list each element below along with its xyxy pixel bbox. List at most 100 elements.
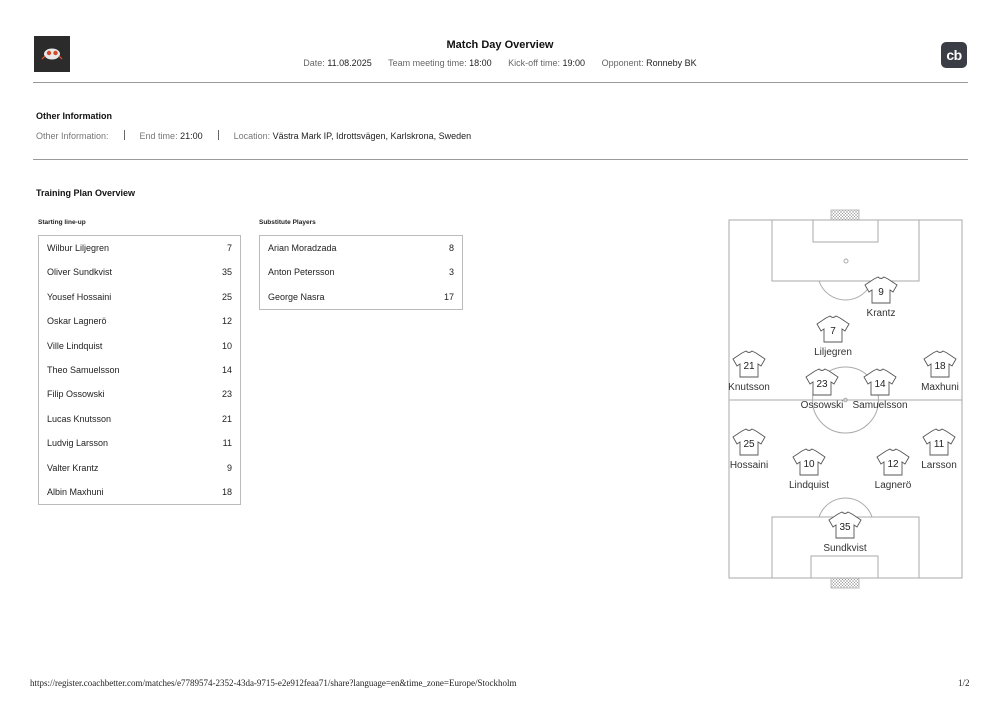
shirt-icon — [816, 315, 850, 343]
center-spot — [843, 397, 848, 403]
player-label: Liljegren — [814, 347, 852, 358]
player-number: 17 — [443, 291, 454, 302]
date-label: Date: — [303, 58, 325, 68]
player-label: Sundkvist — [823, 543, 867, 554]
shirt-icon — [876, 448, 910, 476]
player-label: Hossaini — [730, 460, 768, 471]
top-goal-area — [812, 219, 879, 243]
player-name: Arian Moradzada — [268, 243, 337, 253]
shirt-icon — [732, 428, 766, 456]
player-number: 23 — [221, 389, 232, 400]
player-shirt-number: 14 — [874, 379, 886, 390]
training-plan-heading: Training Plan Overview — [36, 188, 136, 198]
player-label: Knutsson — [728, 382, 770, 393]
center-circle — [812, 366, 879, 434]
page-title: Match Day Overview — [446, 39, 554, 51]
player-name: George Nasra — [268, 291, 325, 302]
player-name: Lucas Knutsson — [47, 413, 112, 424]
shirt-icon — [732, 350, 766, 378]
starting-lineup-heading: Starting line-up — [38, 219, 86, 226]
shirt-icon — [805, 368, 839, 396]
meeting-label: Team meeting time: — [388, 58, 467, 68]
player-number: 9 — [226, 462, 232, 473]
player-name: Oliver Sundkvist — [47, 267, 113, 278]
player-number: 11 — [222, 438, 232, 449]
player-shirt-number: 21 — [743, 361, 755, 372]
kickoff-time: 19:00 — [562, 58, 586, 68]
divider — [33, 82, 968, 83]
player-number: 10 — [221, 340, 232, 351]
kickoff-label: Kick-off time: — [508, 58, 561, 68]
player-label: Maxhuni — [921, 382, 959, 393]
opponent-label: Opponent: — [601, 58, 644, 68]
divider — [33, 159, 968, 160]
player-label: Samuelsson — [852, 400, 907, 411]
top-goal — [830, 209, 860, 221]
opponent-value: Ronneby BK — [646, 58, 697, 68]
player-name: Anton Petersson — [268, 267, 335, 278]
top-penalty-arc — [818, 280, 873, 301]
location-value: Västra Mark IP, Idrottsvägen, Karlskrona… — [272, 131, 472, 141]
player-shirt-number: 25 — [743, 439, 755, 450]
end-time-value: 21:00 — [180, 131, 203, 141]
table-row: Filip Ossowski 23 — [39, 382, 240, 406]
bottom-penalty-arc — [818, 497, 873, 518]
player-shirt-number: 10 — [803, 459, 815, 470]
other-info-heading: Other Information — [36, 111, 112, 121]
player-name: Wilbur Liljegren — [47, 243, 110, 253]
player-number: 25 — [221, 291, 232, 302]
player-shirt-number: 23 — [816, 379, 828, 390]
coachbetter-logo: cb — [941, 42, 967, 68]
player-number: 3 — [448, 267, 454, 278]
player-name: Yousef Hossaini — [47, 291, 112, 302]
date-value: 11.08.2025 — [327, 58, 372, 68]
end-time-label: End time: — [139, 131, 178, 141]
player-label: Lindquist — [789, 480, 829, 491]
table-row: Anton Petersson 3 — [260, 260, 462, 284]
player-name: Oskar Lagnerö — [47, 316, 107, 327]
player-number: 7 — [226, 243, 232, 253]
player-label: Ossowski — [801, 400, 844, 411]
shirt-icon — [922, 428, 956, 456]
bottom-goal — [830, 577, 860, 589]
other-info-label: Other Information: — [36, 131, 109, 141]
table-row: Yousef Hossaini 25 — [39, 285, 240, 309]
player-shirt-number: 11 — [934, 439, 945, 450]
shirt-icon — [864, 276, 898, 304]
player-shirt-number: 12 — [887, 459, 899, 470]
footer-url[interactable]: https://register.coachbetter.com/matches… — [30, 678, 517, 688]
team-logo — [34, 36, 70, 72]
player-label: Krantz — [867, 308, 896, 319]
player-number: 35 — [221, 267, 232, 278]
table-row: Wilbur Liljegren 7 — [39, 236, 240, 260]
player-shirt-number: 9 — [878, 287, 884, 298]
player-name: Filip Ossowski — [47, 389, 105, 400]
bottom-goal-area — [810, 555, 879, 579]
player-shirt-number: 35 — [839, 522, 851, 533]
player-name: Albin Maxhuni — [47, 486, 104, 497]
page-number: 1/2 — [958, 678, 970, 688]
match-meta: Date: 11.08.2025 Team meeting time: 18:0… — [200, 58, 800, 68]
meeting-time: 18:00 — [469, 58, 492, 68]
shirt-icon — [792, 448, 826, 476]
player-label: Larsson — [921, 460, 957, 471]
player-name: Theo Samuelsson — [47, 364, 120, 375]
